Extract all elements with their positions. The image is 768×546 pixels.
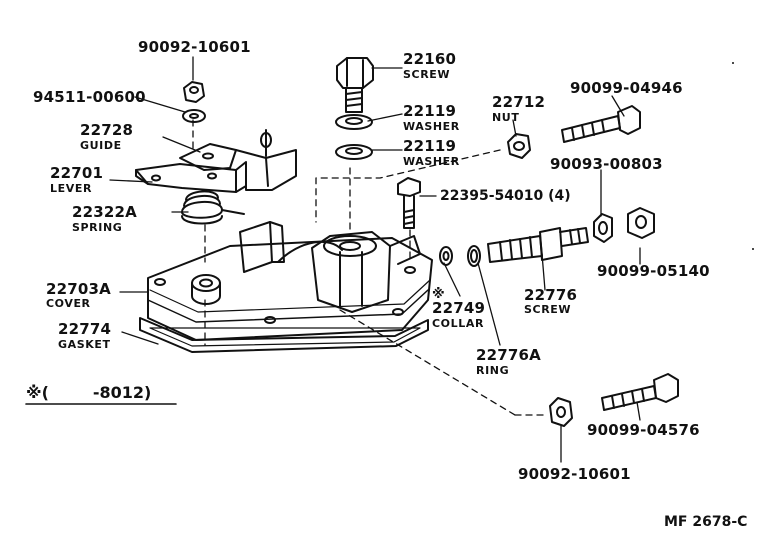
adjust-screw-shape — [487, 227, 589, 263]
part-number-22776a: 22776A — [476, 346, 541, 364]
part-name-screw-22776: SCREW — [524, 303, 572, 316]
bolt-04576-shape — [601, 373, 679, 411]
bottom-nut-shape — [549, 397, 573, 427]
part-number-22160: 22160 — [403, 50, 457, 68]
part-number-22712: 22712 — [492, 93, 546, 111]
part-number-94511-00600: 94511-00600 — [33, 88, 146, 106]
part-number-22119-upper: 22119 — [403, 102, 457, 120]
footnote-serial-range: ※(-8012) — [26, 383, 152, 402]
part-name-cover: COVER — [46, 297, 91, 310]
small-washer-shape — [182, 109, 206, 123]
part-number-22119-lower: 22119 — [403, 137, 457, 155]
part-number-22701: 22701 — [50, 164, 104, 182]
part-name-gasket: GASKET — [58, 338, 111, 351]
part-name-spring: SPRING — [72, 221, 123, 234]
part-name-lever: LEVER — [50, 182, 93, 195]
part-number-22774: 22774 — [58, 320, 112, 338]
part-name-guide: GUIDE — [80, 139, 122, 152]
nut-22712-shape — [507, 133, 531, 159]
cover-shape — [147, 221, 433, 341]
part-name-washer-lower: WASHER — [403, 155, 460, 168]
nut-00803-shape — [593, 213, 613, 243]
part-name-ring: RING — [476, 364, 510, 377]
washer-lower-shape — [335, 144, 373, 160]
part-name-washer-upper: WASHER — [403, 120, 460, 133]
top-nut-shape — [183, 81, 205, 103]
washer-upper-shape — [335, 114, 373, 130]
part-number-90092-10601-top: 90092-10601 — [138, 38, 251, 56]
spring-shape — [181, 190, 245, 225]
small-bolt-shape — [397, 177, 421, 229]
part-number-22322a: 22322A — [72, 203, 137, 221]
part-number-22776: 22776 — [524, 286, 578, 304]
figure-code: MF 2678-C — [664, 514, 748, 530]
part-number-90092-10601-bottom: 90092-10601 — [518, 465, 631, 483]
gasket-shape — [139, 317, 429, 353]
guide-shape — [179, 129, 297, 191]
part-name-nut: NUT — [492, 111, 520, 124]
part-quantity: (4) — [548, 188, 571, 204]
center-screw-shape — [336, 57, 374, 113]
part-name-collar: COLLAR — [432, 317, 485, 330]
part-number-22728: 22728 — [80, 121, 134, 139]
bolt-04946-shape — [561, 105, 641, 143]
part-number-22703a: 22703A — [46, 280, 111, 298]
part-number-22749: 22749 — [432, 299, 486, 317]
part-number-90093-00803: 90093-00803 — [550, 155, 663, 173]
part-number-90099-05140: 90099-05140 — [597, 262, 710, 280]
serial-mark-collar: ※ — [432, 287, 446, 302]
collar-shape — [439, 246, 453, 266]
nut-05140-shape — [627, 207, 655, 239]
part-number-22395-54010: 22395-54010 (4) — [440, 188, 571, 204]
ring-shape — [467, 245, 481, 267]
leader-lines — [109, 56, 641, 463]
part-number-90099-04946: 90099-04946 — [570, 79, 683, 97]
part-number-90099-04576: 90099-04576 — [587, 421, 700, 439]
part-name-screw-22160: SCREW — [403, 68, 451, 81]
